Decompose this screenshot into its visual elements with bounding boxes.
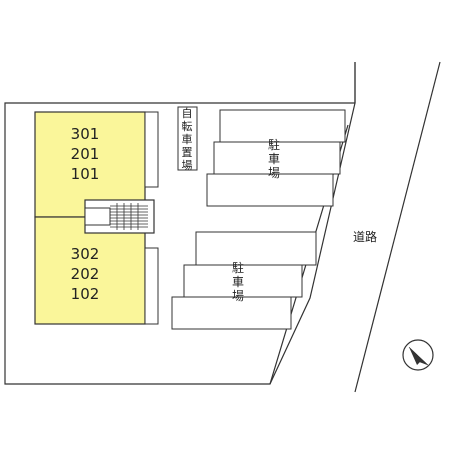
parking-lower xyxy=(171,231,317,330)
bicycle-parking xyxy=(177,106,198,171)
parking-space xyxy=(213,141,341,175)
parking-upper xyxy=(206,109,346,207)
parking-space xyxy=(171,296,292,330)
upper-unit-labels: 301 201 101 xyxy=(60,124,110,184)
unit-label: 201 xyxy=(70,145,100,163)
unit-label: 102 xyxy=(70,285,100,303)
parking-space xyxy=(219,109,346,143)
unit-label: 101 xyxy=(70,165,100,183)
road-label: 道路 xyxy=(352,230,377,244)
unit-label: 202 xyxy=(70,265,100,283)
unit-label: 301 xyxy=(70,125,100,143)
parking-space xyxy=(206,173,334,207)
stair-treads xyxy=(110,203,148,230)
parking-lower-label: 駐車場 xyxy=(231,261,244,303)
balcony-lower xyxy=(144,247,159,325)
north-arrow-icon xyxy=(402,339,434,371)
balcony-upper xyxy=(144,111,159,188)
parking-space xyxy=(195,231,317,266)
lower-unit-labels: 302 202 102 xyxy=(60,244,110,304)
unit-label: 302 xyxy=(70,245,100,263)
parking-space xyxy=(183,264,303,298)
staircase-landing xyxy=(84,207,111,226)
road-edge-line xyxy=(354,61,441,393)
building-lower xyxy=(34,216,146,325)
bicycle-parking-label: 自転車置場 xyxy=(181,107,193,172)
parking-upper-label: 駐車場 xyxy=(267,138,280,180)
